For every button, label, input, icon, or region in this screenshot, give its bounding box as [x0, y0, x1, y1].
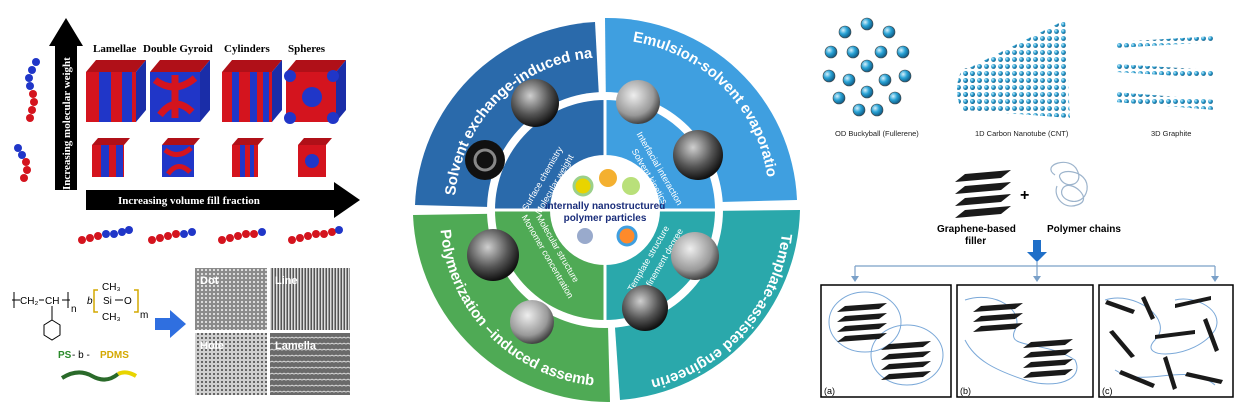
cylinders-cube-small: [232, 138, 264, 177]
spheres-cube-small: [298, 138, 332, 177]
allotrope-label-graphite: 3D Graphite: [1151, 129, 1191, 138]
ps-pdms-chain: [60, 370, 120, 382]
buckyball-icon: [822, 17, 912, 117]
benzene-ring: [43, 319, 61, 341]
phase-label-gyroid: Double Gyroid: [143, 43, 213, 55]
right-arrow-icon: [155, 310, 186, 338]
polymer-chain-icon: [1050, 161, 1088, 207]
cylinders-cube: [222, 60, 282, 122]
particle-images: [465, 79, 723, 344]
tem-label-hole: Hole: [200, 340, 224, 352]
formula-ch2: CH₂: [20, 296, 38, 307]
polymer-name-ps: PS: [58, 350, 72, 361]
formula-b: b: [87, 296, 93, 307]
center-title-line2: polymer particles: [564, 213, 647, 224]
graphene-composite-panel: OD Buckyball (Fullerene) 1D Carbon Nanot…: [815, 0, 1238, 412]
polymer-name-pdms: PDMS: [100, 350, 129, 361]
box-label-b: (b): [960, 386, 971, 396]
graphene-filler-icon: [955, 170, 1011, 218]
formula-ch: CH: [45, 296, 59, 307]
phase-label-cylinders: Cylinders: [224, 43, 271, 55]
formula-ch3-bottom: CH₃: [102, 312, 121, 323]
x-axis-label: Increasing volume fill fraction: [118, 195, 260, 207]
formula-o: O: [124, 296, 132, 307]
graphite-icon: [1115, 36, 1215, 110]
allotrope-label-fullerene: OD Buckyball (Fullerene): [835, 129, 919, 138]
molecular-weight-arrow: Increasing molecular weight: [49, 18, 83, 190]
chains-label: Polymer chains: [1047, 224, 1121, 235]
plus-sign: +: [1020, 187, 1029, 204]
formula-ch3-top: CH₃: [102, 282, 121, 293]
composite-box-c: (c): [1098, 284, 1234, 398]
tem-image-grid: Dot Line Hole Lamella: [195, 268, 350, 395]
polymer-name-sep: - b -: [72, 350, 90, 361]
lamellae-cube-small: [92, 138, 130, 177]
nanoparticle-wheel-panel: Internally nanostructured polymer partic…: [390, 0, 825, 412]
gyroid-cube: [150, 60, 210, 122]
polymer-chain-long: [25, 58, 40, 122]
center-title-line1: Internally nanostructured: [545, 201, 666, 212]
tem-label-dot: Dot: [200, 275, 219, 287]
y-axis-label: Increasing molecular weight: [61, 57, 73, 190]
box-label-a: (a): [824, 386, 835, 396]
phase-label-spheres: Spheres: [288, 43, 326, 55]
spheres-cube: [284, 60, 346, 124]
formula-n: n: [71, 304, 77, 315]
box-label-c: (c): [1102, 386, 1113, 396]
tem-label-lamella: Lamella: [275, 340, 317, 352]
composite-box-b: (b): [956, 284, 1094, 398]
branch-arrows: [851, 240, 1219, 282]
formula-m: m: [140, 310, 148, 321]
gyroid-cube-small: [162, 138, 200, 177]
phase-label-lamellae: Lamellae: [93, 43, 136, 55]
filler-label-line1: Graphene-based: [937, 224, 1016, 235]
nanotube-icon: [957, 20, 1070, 118]
allotrope-label-cnt: 1D Carbon Nanotube (CNT): [975, 129, 1069, 138]
polymer-chain-short: [14, 144, 31, 182]
block-copolymer-panel: Increasing molecular weight Increasing v…: [0, 0, 370, 412]
volume-fraction-arrow: Increasing volume fill fraction: [86, 182, 360, 218]
ps-pdms-formula: CH₂ CH n b CH₃ Si O CH₃ m PS - b - PDMS: [12, 282, 148, 382]
lamellae-cube: [86, 60, 146, 122]
filler-label-line2: filler: [965, 236, 986, 247]
tem-label-line: Line: [275, 275, 298, 287]
chain-row: [78, 226, 343, 244]
composite-box-a: (a): [820, 284, 952, 398]
formula-si: Si: [103, 296, 112, 307]
